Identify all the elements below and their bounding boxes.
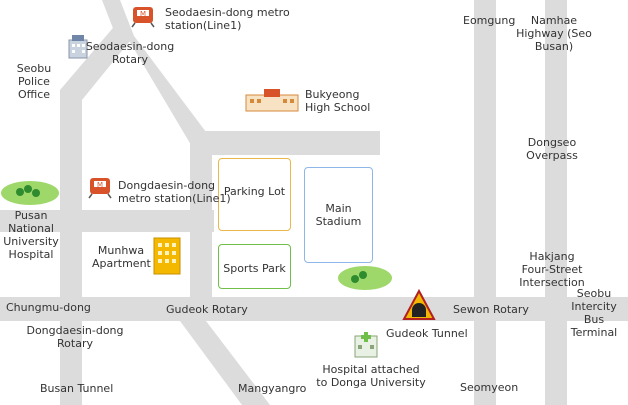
sewon-rotary-label: Sewon Rotary [453,303,529,316]
dongdaesin-station-label: Dongdaesin-dong metro station(Line1) [118,179,231,205]
north-east-road [118,22,212,150]
munhwa-apartment-label: Munhwa Apartment [92,244,151,270]
left-vertical-road [60,90,82,405]
seomyeon-label: Seomyeon [460,381,519,394]
seobu-terminal-label: Seobu Intercity Bus Terminal [570,287,618,339]
busan-tunnel-label: Busan Tunnel [40,382,114,395]
metro-icon: M [131,7,155,28]
pnu-hospital-label: Pusan National University Hospital [3,209,59,261]
hospital-building-icon [354,332,378,358]
mid-road [0,210,214,232]
main-road [0,297,628,321]
trees-icon [338,266,392,290]
bukyeong-hs-label: Bukyeong High School [305,88,371,114]
gudeok-rotary-label: Gudeok Rotary [166,303,248,316]
hakjang-label: Hakjang Four-Street Intersection [519,250,585,289]
right-road-a [474,0,496,405]
svg-text:M: M [140,10,146,18]
main-stadium: Main Stadium [304,167,373,263]
hospital-donga-label: Hospital attached to Donga University [316,363,426,389]
svg-text:M: M [97,181,103,189]
mangyangro-road [180,321,270,405]
seodaesin-station-label: Seodaesin-dong metro station(Line1) [165,6,290,32]
school-road [190,131,380,155]
parking-lot: Parking Lot [218,158,291,231]
police-building-icon [68,35,88,59]
dongdaesin-rotary-label: Dongdaesin-dong Rotary [26,324,124,350]
sports-park: Sports Park [218,244,291,289]
metro-icon: M [88,178,112,199]
main-stadium-label: Main Stadium [315,202,362,228]
north-road [102,0,134,36]
parking-lot-label: Parking Lot [223,185,286,198]
right-road-b [545,0,567,405]
seobu-police-label: Seobu Police Office [16,62,52,101]
namhae-highway-label: Namhae Highway (Seo Busan) [516,14,592,53]
chungmu-label: Chungmu-dong [6,301,91,314]
gudeok-tunnel-label: Gudeok Tunnel [386,327,468,340]
eomgung-label: Eomgung [463,14,516,27]
north-west-road [60,22,134,100]
tunnel-warning-icon [402,289,436,320]
school-icon [245,89,299,112]
seodaesin-rotary-label: Seodaesin-dong Rotary [85,40,175,66]
sports-park-label: Sports Park [223,262,286,275]
trees-icon [1,181,59,205]
apartment-building-icon [153,237,181,275]
dongseo-overpass-label: Dongseo Overpass [526,136,578,162]
mangyangro-label: Mangyangro [238,382,307,395]
